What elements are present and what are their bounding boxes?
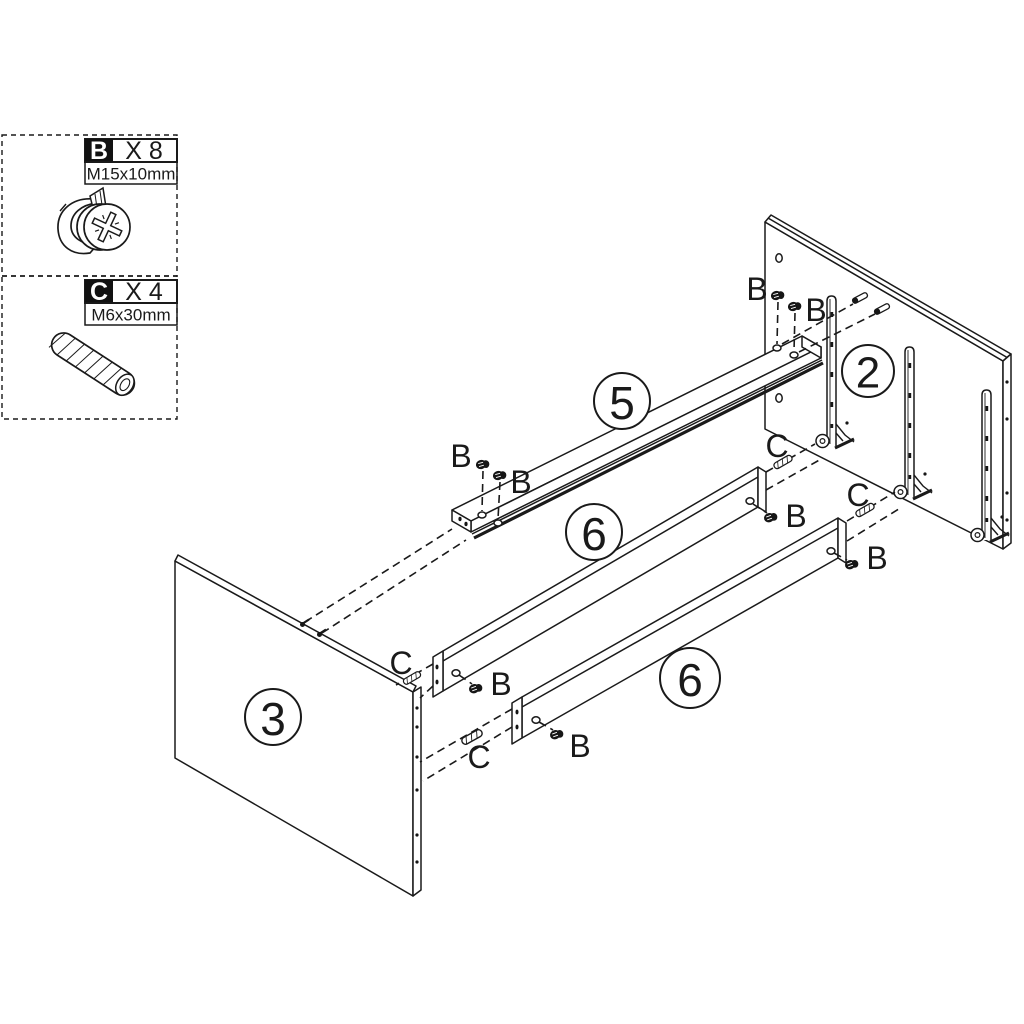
part-callout-6-upper: 6 <box>565 503 623 561</box>
cam-hole <box>477 511 487 519</box>
part-number: 6 <box>677 654 703 706</box>
legend-letter-b: B <box>90 137 108 165</box>
part-number: 2 <box>856 349 880 398</box>
part-callout-6-lower: 6 <box>659 647 721 709</box>
legend-qty-c: X 4 <box>125 278 163 306</box>
fastener-label-b: B <box>510 464 531 500</box>
cam-hole <box>493 519 503 527</box>
assembly-guide-lines <box>304 301 903 782</box>
fastener-label-b: B <box>785 498 806 534</box>
fastener-label-b: B <box>866 540 887 576</box>
part-number: 3 <box>260 693 286 745</box>
cam-hole <box>789 351 799 359</box>
legend-qty-b: X 8 <box>125 137 163 165</box>
cross-rail-lower <box>511 517 847 745</box>
fastener-label-b: B <box>450 438 471 474</box>
cam-hole <box>826 547 836 555</box>
fastener-label-c: C <box>765 428 788 464</box>
top-rail <box>451 335 824 540</box>
legend-size-c: M6x30mm <box>91 306 170 325</box>
fastener-labels: B B B B B B B B C C C C <box>389 271 887 775</box>
panel-hole <box>775 253 783 263</box>
fastener-label-c: C <box>846 477 869 513</box>
cam-hole <box>772 344 782 352</box>
legend-size-b: M15x10mm <box>87 165 176 184</box>
cam-hole <box>451 669 461 677</box>
panel-hole <box>775 393 783 403</box>
part-callout-5: 5 <box>593 372 651 430</box>
part-callout-2: 2 <box>841 344 895 398</box>
part-number: 5 <box>609 377 635 429</box>
legend-letter-c: C <box>90 278 108 306</box>
hardware-legend: B X 8 M15x10mm <box>1 134 178 420</box>
cam-hole <box>745 497 755 505</box>
cam-fastener-icon <box>491 468 508 482</box>
fastener-label-b: B <box>569 728 590 764</box>
legend-item-c: C X 4 M6x30mm <box>1 275 178 420</box>
fastener-label-b: B <box>746 271 767 307</box>
legend-item-b: B X 8 M15x10mm <box>1 134 178 277</box>
cam-fastener-icon <box>474 457 491 471</box>
part-number: 6 <box>581 508 607 560</box>
dowel-icon <box>48 332 136 397</box>
part-callout-3: 3 <box>244 688 302 746</box>
fastener-label-c: C <box>389 645 412 681</box>
part-number-callouts: 2 3 5 6 6 <box>244 344 895 746</box>
fastener-label-b: B <box>490 666 511 702</box>
fastener-label-b: B <box>805 292 826 328</box>
cam-hole <box>531 716 541 724</box>
cam-lock-icon <box>57 186 131 255</box>
fastener-label-c: C <box>467 739 490 775</box>
